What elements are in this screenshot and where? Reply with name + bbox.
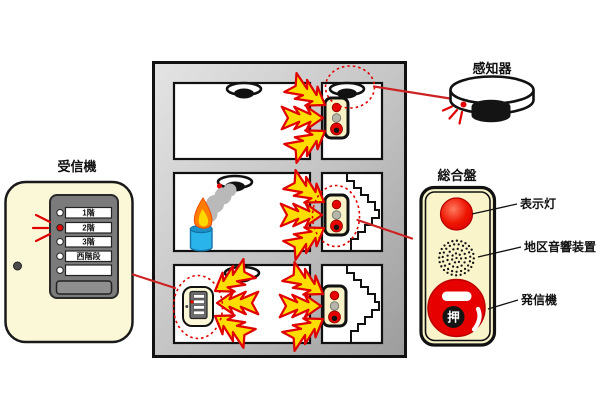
- connection-line-detector: [372, 85, 452, 100]
- alert-rays-icon: [441, 105, 464, 125]
- zone-label-box: [64, 235, 113, 248]
- zone-label-box: [64, 264, 113, 277]
- transmitter-window: [442, 291, 472, 301]
- annotation-lines: [471, 203, 522, 310]
- highlight-circle-receiver: [172, 274, 224, 340]
- annotation-district-sounder: 地区音響装置: [524, 239, 596, 254]
- local-panel-illustration: 総合盤 押 表示灯 地区音響装置 発信機: [419, 168, 596, 347]
- zone-indicator: [56, 238, 64, 246]
- local-panel-inner-border: [424, 191, 491, 342]
- zone-indicator: [56, 252, 64, 260]
- mini-receiver-icon: [182, 286, 214, 327]
- speaker-grille: [438, 239, 475, 277]
- connection-lines: [131, 85, 452, 290]
- push-button-label: 押: [447, 310, 460, 325]
- zone-indicator-active: [56, 224, 64, 232]
- alarm-panel-icon: [323, 193, 350, 237]
- zone-label-box: [64, 206, 113, 219]
- highlight-circle-panel: [311, 184, 361, 248]
- receiver-zone-rows: 1階 2階 3階 西階段: [56, 206, 113, 277]
- annotation-transmitter: 発信機: [520, 292, 557, 307]
- staircase-icon: [346, 265, 380, 343]
- zone-indicator: [56, 209, 64, 217]
- push-button: [442, 306, 465, 328]
- receiver-keyhole: [13, 261, 22, 271]
- zone-label: 2階: [82, 223, 94, 233]
- staircase-icon: [346, 173, 380, 251]
- zone-label-box: [64, 250, 113, 263]
- detector-top: [449, 75, 535, 105]
- zone-label: 西階段: [77, 251, 101, 261]
- zone-label: 1階: [82, 208, 94, 218]
- zone-label: 3階: [82, 237, 94, 247]
- detector-illustration: 感知器: [441, 61, 535, 125]
- receiver-label: 受信機: [57, 159, 96, 174]
- building: [152, 61, 407, 358]
- detector-chamber: [471, 99, 511, 123]
- alert-rays-icon: [31, 213, 52, 243]
- zone-indicator: [56, 266, 64, 274]
- fire-flame-core: [198, 209, 209, 227]
- local-panel-label: 総合盤: [437, 168, 477, 183]
- annotation-indicator-lamp: 表示灯: [519, 196, 556, 211]
- connection-line-receiver: [131, 273, 177, 290]
- detector-label: 感知器: [472, 61, 512, 76]
- trash-bin-icon: [189, 228, 213, 252]
- receiver-panel: 受信機 1階 2階 3階 西階段: [4, 159, 134, 344]
- connection-line-panel: [356, 218, 414, 240]
- fire-scene: [189, 183, 237, 252]
- button-highlight: [471, 306, 482, 332]
- detector-led-icon: [460, 101, 467, 108]
- receiver-bottom-button: [55, 280, 113, 295]
- alarm-panel-icon: [321, 284, 348, 328]
- indicator-lamp-icon: [439, 197, 474, 231]
- detector-led-icon: [216, 183, 223, 189]
- zone-label-box: [64, 221, 113, 234]
